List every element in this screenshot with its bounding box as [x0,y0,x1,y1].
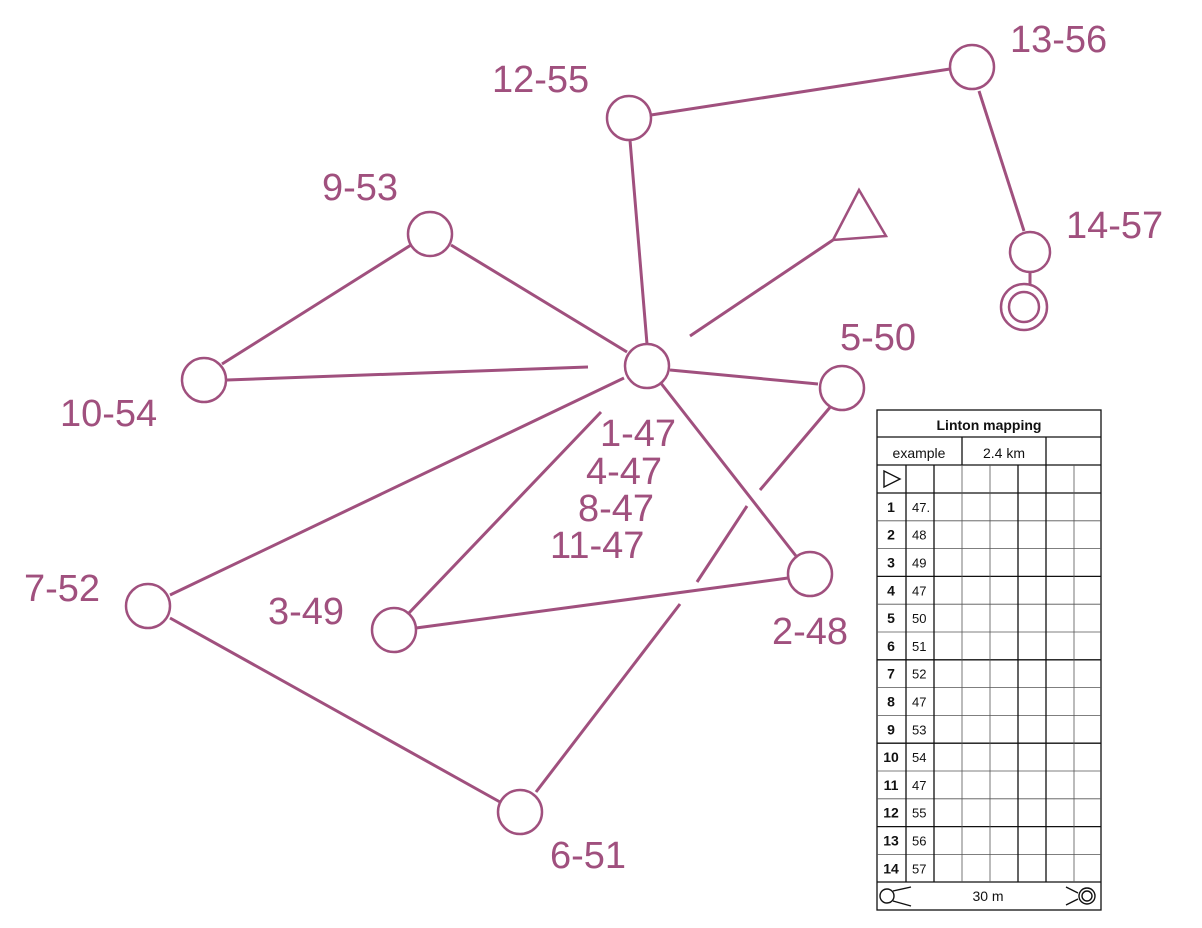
leg-11-to-12 [628,139,649,345]
card-row-number: 5 [887,610,895,626]
card-row-code: 47 [912,778,926,793]
control-circle-9 [406,210,454,258]
card-row-code: 51 [912,639,926,654]
card-row: 9 53 [887,721,926,737]
card-row: 10 54 [883,749,926,765]
control-circle-6 [496,788,544,836]
card-row: 13 56 [883,833,926,849]
control-circle-3 [370,606,418,654]
control-circle-12 [605,94,653,142]
card-title: Linton mapping [937,417,1042,433]
card-row-number: 7 [887,666,895,682]
leg-13-to-14 [977,90,1026,232]
control-label-6-51: 6-51 [550,835,626,877]
card-row-code: 56 [912,834,926,849]
control-circle-10 [180,356,228,404]
leg-start-to-1 [689,238,834,338]
card-rows: 1 47. 2 48 3 49 4 47 5 50 6 51 7 52 8 47 9 53 10 54 11 47 12 55… [883,499,930,876]
card-row-number: 12 [883,805,899,821]
card-row-number: 1 [887,499,895,515]
leg-5-to-6-part-b [695,505,749,583]
card-row-code: 48 [912,528,926,543]
control-label-9-53: 9-53 [322,167,398,209]
start-triangle-icon [830,187,889,242]
course-legs [169,67,1032,804]
control-label-1-47: 1-47 [600,413,676,455]
card-row: 11 47 [884,777,927,793]
control-label-2-48: 2-48 [772,611,848,653]
control-circles [124,43,1052,836]
card-row: 3 49 [887,555,926,571]
card-row: 6 51 [887,638,926,654]
control-label-13-56: 13-56 [1010,19,1107,61]
control-circle-2 [786,550,834,598]
card-row: 12 55 [883,805,926,821]
card-row-number: 11 [884,777,899,793]
control-circle-14 [1008,230,1052,274]
control-circle-5 [818,364,866,412]
finish-icon [1065,886,1096,906]
card-row-number: 3 [887,555,895,571]
leg-5-to-6-part-c [534,603,682,793]
card-row-code: 54 [912,750,926,765]
card-row-number: 4 [887,582,895,598]
card-course-name: example [893,445,946,461]
card-row: 14 57 [883,860,926,876]
leg-7-to-8 [169,376,625,597]
card-row-code: 52 [912,667,926,682]
control-label-12-55: 12-55 [492,59,589,101]
card-row-number: 10 [883,749,899,765]
card-row: 4 47 [887,582,926,598]
control-label-7-52: 7-52 [24,568,100,610]
control-circle-13 [948,43,996,91]
control-label-14-57: 14-57 [1066,205,1163,247]
card-row: 8 47 [887,694,926,710]
control-label-8-47: 8-47 [578,488,654,530]
finish-double-circle-icon [999,282,1049,332]
card-row: 5 50 [887,610,926,626]
card-row-number: 9 [887,721,895,737]
leg-8-to-9 [450,243,628,354]
card-row-code: 47 [912,583,926,598]
card-row-rules [877,520,1101,855]
start-triangle-icon [883,469,902,489]
leg-9-to-10 [221,243,412,366]
control-label-11-47: 11-47 [550,525,644,567]
control-label-3-49: 3-49 [268,591,344,633]
card-row-code: 57 [912,861,926,876]
leg-2-to-3 [415,576,789,630]
card-row-code: 49 [912,556,926,571]
leg-6-to-7 [169,616,501,804]
card-row-code: 47 [912,695,926,710]
card-row-number: 2 [887,527,895,543]
card-row-code: 53 [912,722,926,737]
control-label-4-47: 4-47 [586,451,662,493]
control-labels: 1-47 4-47 8-47 11-47 2-48 3-49 5-50 6-51… [24,19,1163,877]
card-row: 1 47. [887,499,930,515]
control-label-10-54: 10-54 [60,393,157,435]
leg-1-to-2 [658,381,798,557]
control-circle-hub [623,342,671,390]
leg-3-to-4 [406,410,603,616]
leg-10-to-11 [226,365,589,382]
card-row-number: 13 [883,833,899,849]
card-row-code: 55 [912,806,926,821]
card-finish-distance: 30 m [972,888,1003,904]
card-row: 7 52 [887,666,926,682]
control-circle-7 [124,582,172,630]
card-row-code: 50 [912,611,926,626]
leg-5-to-6-part-a [758,404,834,491]
navigate-to-finish-icon [879,886,912,907]
card-row-number: 8 [887,694,895,710]
control-label-5-50: 5-50 [840,317,916,359]
card-row-number: 14 [883,860,899,876]
card-course-length: 2.4 km [983,445,1025,461]
card-row-number: 6 [887,638,895,654]
card-row-code: 47. [912,500,930,515]
leg-12-to-13 [650,67,951,117]
card-row: 2 48 [887,527,926,543]
leg-4-to-5 [669,368,819,386]
